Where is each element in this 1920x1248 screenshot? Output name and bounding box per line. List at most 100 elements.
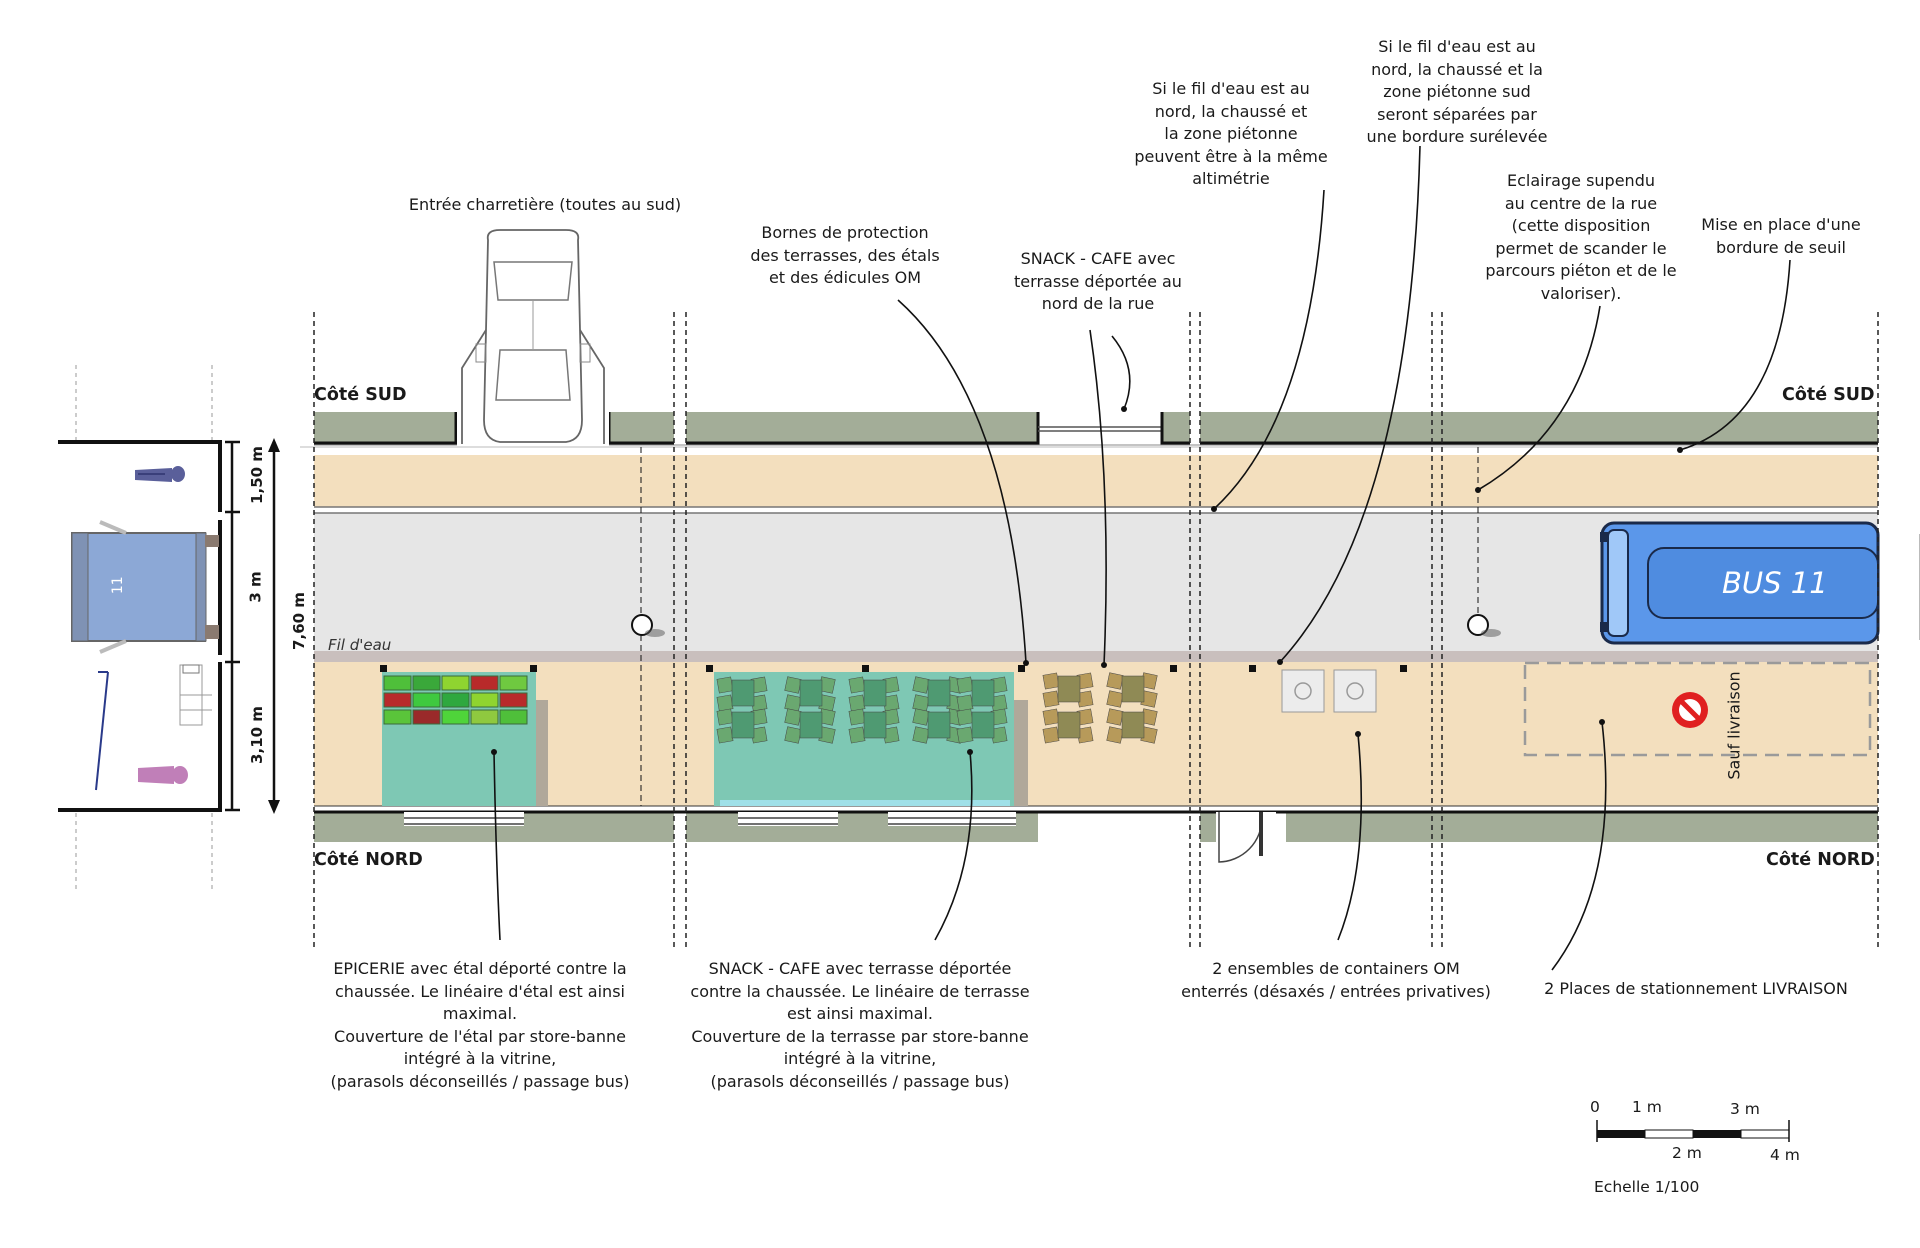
annotation-line: nord, la chaussé et <box>1154 101 1308 121</box>
scale-tick-3: 3 m <box>1730 1100 1760 1118</box>
annotation-line: Si le fil d'eau est au <box>1378 37 1536 56</box>
annotation-line: intégré à la vitrine, <box>403 1049 557 1068</box>
pedestrian-icon <box>135 466 185 482</box>
annotation-line: est ainsi maximal. <box>786 1004 934 1023</box>
annotation-line: et des édicules OM <box>768 268 922 287</box>
scale-bar <box>1596 1120 1790 1142</box>
annotation-line: chaussée. Le linéaire d'étal est ainsi <box>335 981 625 1001</box>
annotation-line: Mise en place d'une <box>1701 215 1861 234</box>
side-south-left: Côté SUD <box>314 385 407 405</box>
annotation-line: enterrés (désaxés / entrées privatives) <box>1181 981 1491 1001</box>
annotation-line: SNACK - CAFE avec <box>1020 249 1176 268</box>
chair-icon <box>848 708 866 726</box>
annotation-line: (parasols déconseillés / passage bus) <box>710 1071 1010 1091</box>
table-icon <box>971 711 995 739</box>
annotation-line: parcours piéton et de le <box>1485 261 1677 280</box>
table-icon <box>1121 675 1145 703</box>
annotation-line: intégré à la vitrine, <box>783 1049 937 1068</box>
dim-sidewalk-north: 3,10 m <box>247 706 266 764</box>
snack-terrace <box>714 672 1028 806</box>
chair-icon <box>1042 726 1060 744</box>
containers-om <box>1281 669 1377 713</box>
chair-icon <box>1106 726 1124 744</box>
fil-eau-label: Fil d'eau <box>328 636 392 654</box>
scale-caption: Echelle 1/100 <box>1594 1178 1700 1196</box>
pedestrian-icon <box>138 766 188 784</box>
chair-icon <box>912 676 930 694</box>
annotation-livraison: 2 Places de stationnement LIVRAISON <box>1544 979 1848 998</box>
chair-icon <box>848 726 866 744</box>
annotation-line: Si le fil d'eau est au <box>1152 79 1310 98</box>
chair-icon <box>784 708 802 726</box>
table-icon <box>863 679 887 707</box>
table-icon <box>1057 711 1081 739</box>
delivery-zone <box>1523 661 1872 757</box>
annotation-fil-nord-bordure: Si le fil d'eau est au nord, la chaussé e… <box>1352 36 1562 149</box>
bus-icon <box>1600 521 1880 645</box>
side-north-right: Côté NORD <box>1766 850 1875 870</box>
chair-icon <box>784 726 802 744</box>
annotation-line: la zone piétonne <box>1164 124 1298 143</box>
table-icon <box>927 711 951 739</box>
table-icon <box>731 679 755 707</box>
annotation-entree: Entrée charretière (toutes au sud) <box>408 195 682 214</box>
stall-section-icon <box>179 664 212 726</box>
annotation-line: bordure de seuil <box>1716 237 1846 257</box>
table-icon <box>863 711 887 739</box>
dim-total: 7,60 m <box>289 592 308 650</box>
table-icon <box>927 679 951 707</box>
chair-icon <box>716 676 734 694</box>
lamp-icon <box>1467 614 1501 637</box>
snack-north-terrace <box>1042 672 1158 744</box>
chair-icon <box>912 726 930 744</box>
car-top-icon <box>457 229 609 446</box>
chair-icon <box>956 676 974 694</box>
annotation-fil-nord-meme: Si le fil d'eau est au nord, la chaussé e… <box>1132 78 1330 191</box>
chair-icon <box>784 676 802 694</box>
dim-roadway: 3 m <box>246 571 265 603</box>
annotation-line: seront séparées par <box>1377 104 1537 124</box>
chair-icon <box>1106 690 1124 708</box>
annotation-line: nord de la rue <box>1041 294 1155 313</box>
chair-icon <box>716 708 734 726</box>
table-icon <box>1121 711 1145 739</box>
annotation-line: (parasols déconseillés / passage bus) <box>330 1071 630 1091</box>
table-icon <box>731 711 755 739</box>
segment-separators <box>313 312 1879 950</box>
chair-icon <box>956 708 974 726</box>
chair-icon <box>1042 690 1060 708</box>
annotation-line: SNACK - CAFE avec terrasse déportée <box>708 959 1012 978</box>
chair-icon <box>912 694 930 712</box>
no-entry-label: Sauf livraison <box>1724 671 1744 780</box>
chair-icon <box>1042 672 1060 690</box>
car-section-icon <box>71 520 219 654</box>
annotation-line: peuvent être à la même <box>1134 146 1328 166</box>
annotation-line: Eclairage supendu <box>1507 171 1655 190</box>
bollards <box>380 665 1407 672</box>
annotation-line: EPICERIE avec étal déporté contre la <box>333 959 627 978</box>
cross-section <box>58 365 280 890</box>
table-icon <box>799 711 823 739</box>
annotation-line: maximal. <box>442 1004 518 1023</box>
annotation-line: nord, la chaussé et la <box>1371 59 1543 79</box>
car-section-label: 11 <box>109 576 126 595</box>
annotation-line: une bordure surélevée <box>1366 127 1548 146</box>
annotation-line: permet de scander le <box>1495 238 1667 258</box>
table-icon <box>1057 675 1081 703</box>
annotation-line: des terrasses, des étals <box>750 245 940 265</box>
annotation-containers: 2 ensembles de containers OM enterrés (dé… <box>1176 958 1496 1003</box>
lamp-icon <box>631 614 665 637</box>
epicerie-stall <box>382 672 548 806</box>
scale-tick-0: 0 <box>1590 1098 1600 1116</box>
side-south-right: Côté SUD <box>1782 385 1875 405</box>
annotation-epicerie: EPICERIE avec étal déporté contre la chau… <box>320 958 640 1093</box>
chair-icon <box>1106 672 1124 690</box>
chair-icon <box>1106 708 1124 726</box>
chair-icon <box>956 726 974 744</box>
chair-icon <box>912 708 930 726</box>
annotation-line: 2 ensembles de containers OM <box>1212 959 1460 978</box>
chair-icon <box>716 726 734 744</box>
annotation-line: contre la chaussée. Le linéaire de terra… <box>690 981 1030 1001</box>
